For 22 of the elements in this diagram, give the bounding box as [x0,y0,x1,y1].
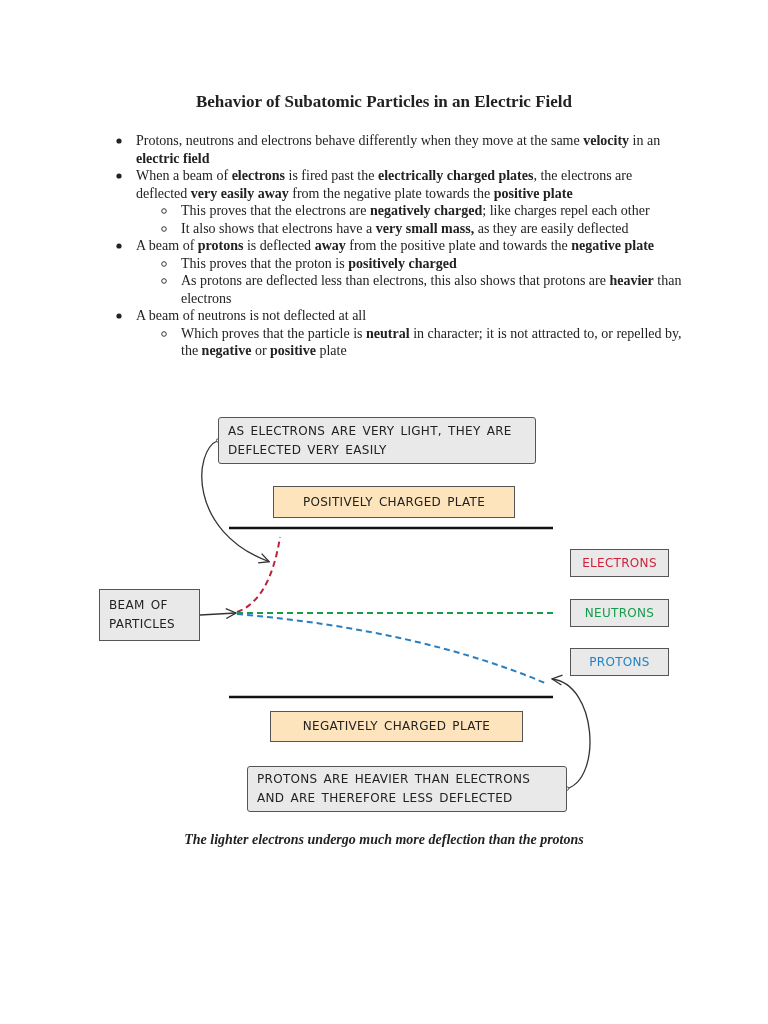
particle-path [236,613,546,684]
label-box: BEAM OF PARTICLES [99,589,200,641]
leader-line [201,438,270,563]
bullet-point: A beam of protons is deflected away from the positive plate and towards the negative plate [136,237,655,255]
bullet-point: This proves that the proton is positively charged [181,254,457,272]
leader-line [551,676,591,791]
title: Behavior of Subatomic Particles in an Electric Field [195,92,573,112]
plate-label: NEGATIVELY CHARGED PLATE [270,711,523,742]
label-box: PROTONS [570,648,669,676]
label-box: NEUTRONS [570,599,669,627]
callout-box: PROTONS ARE HEAVIER THAN ELECTRONS AND ARE THEREFORE LESS DEFLECTED [247,766,567,812]
label-box: ELECTRONS [570,549,669,577]
particle-path [236,536,281,613]
arrow [199,607,237,620]
caption: The lighter electrons undergo much more deflection than the protons [183,832,585,848]
plate-label: POSITIVELY CHARGED PLATE [273,486,515,518]
bullet-point: As protons are deflected less than electrons, this also shows that protons are heavier than electrons [181,272,682,307]
bullet-point: A beam of neutrons is not deflected at all [136,307,367,325]
bullet-point: It also shows that electrons have a very small mass, as they are easily deflected [181,219,629,237]
callout-box: AS ELECTRONS ARE VERY LIGHT, THEY ARE DEFLECTED VERY EASILY [218,417,536,464]
bullet-point: This proves that the electrons are negatively charged; like charges repel each other [181,202,650,220]
bullet-point: Which proves that the particle is neutral in character; it is not attracted to, or repelled by, the negative or positive plate [181,324,682,360]
